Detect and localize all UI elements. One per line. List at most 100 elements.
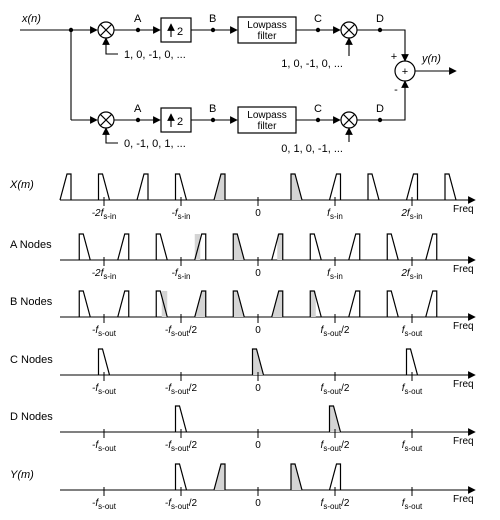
svg-text:Lowpass: Lowpass [247, 20, 286, 31]
freq-tick-label: -fs-out [92, 325, 117, 338]
spectral-replica [405, 348, 419, 376]
spectral-replica [425, 233, 438, 261]
top-pre-mixer [97, 21, 115, 39]
top-pre-seq-wire [102, 37, 118, 55]
bottom-pre-sequence: 0, -1, 0, 1, ... [124, 138, 186, 150]
spectral-replica [97, 348, 111, 376]
freq-tick-label: fs-out [402, 440, 423, 453]
spectral-replica [290, 463, 303, 491]
spectral-replica [174, 463, 188, 491]
spectral-replica [405, 173, 419, 201]
top-lowpass-filter: Lowpass filter [237, 16, 297, 44]
spectral-replica [174, 405, 188, 433]
spectral-replica [386, 290, 399, 318]
spectral-replica [155, 290, 168, 318]
freq-axis-label: Freq [453, 204, 474, 215]
spectral-replica [309, 290, 322, 318]
adder: + + - [391, 51, 416, 96]
output-label: y(n) [421, 53, 441, 65]
node-a-bottom [135, 117, 141, 123]
node-b-bottom [210, 117, 216, 123]
svg-text:-: - [394, 84, 398, 96]
spectral-replica [194, 290, 207, 318]
node-a-bottom-label: A [134, 103, 142, 115]
svg-text:Lowpass: Lowpass [247, 110, 286, 121]
node-c-bottom [315, 117, 321, 123]
spectral-replica [348, 233, 361, 261]
spectrum-row-label: C Nodes [10, 354, 53, 366]
freq-tick-label: -fs-out/2 [165, 440, 198, 453]
freq-tick-label: fs-out [402, 498, 423, 511]
freq-tick-label: fs-in [327, 208, 343, 221]
freq-axis-label: Freq [453, 436, 474, 447]
svg-text:+: + [391, 51, 397, 63]
freq-tick-label: fs-out [402, 325, 423, 338]
bottom-post-sequence: 0, 1, 0, -1, ... [281, 143, 343, 155]
freq-tick-label: -fs-in [172, 268, 191, 281]
freq-tick-label: fs-out/2 [321, 383, 350, 396]
node-d-top [377, 27, 383, 33]
freq-tick-label: 0 [255, 383, 261, 394]
spectrum-row-label: Y(m) [10, 469, 34, 481]
spectral-replica [78, 233, 91, 261]
spectral-replica [290, 173, 303, 201]
freq-axis-label: Freq [453, 264, 474, 275]
top-upsampler: 2 [160, 17, 192, 43]
svg-text:2: 2 [177, 26, 183, 38]
top-post-mixer [340, 21, 358, 39]
freq-tick-label: fs-out/2 [321, 498, 350, 511]
spectral-replica [174, 173, 188, 201]
node-c-bottom-label: C [314, 103, 322, 115]
top-path: 1, 0, -1, 0, ... A 2 B Lowpass filter C [97, 13, 409, 70]
freq-tick-label: 2fs-in [400, 208, 422, 221]
spectral-replica [213, 463, 226, 491]
freq-tick-label: -fs-out/2 [165, 383, 198, 396]
top-pre-sequence: 1, 0, -1, 0, ... [124, 49, 186, 61]
spectral-replica [309, 233, 322, 261]
svg-text:filter: filter [258, 31, 278, 42]
node-b-bottom-label: B [209, 103, 216, 115]
node-b-top [210, 27, 216, 33]
svg-text:+: + [402, 66, 408, 78]
freq-tick-label: -fs-out/2 [165, 498, 198, 511]
node-c-top [315, 27, 321, 33]
freq-tick-label: -fs-out [92, 440, 117, 453]
split-node [68, 27, 74, 33]
spectral-replica [367, 173, 380, 201]
freq-tick-label: fs-out [402, 383, 423, 396]
freq-tick-label: 0 [255, 440, 261, 451]
svg-text:filter: filter [258, 121, 278, 132]
spectral-replica [194, 233, 207, 261]
bottom-pre-mixer [97, 111, 115, 129]
spectrum-row-label: D Nodes [10, 411, 53, 423]
freq-tick-label: -2fs-in [92, 268, 117, 281]
freq-tick-label: -fs-in [172, 208, 191, 221]
spectral-replica [213, 173, 226, 201]
freq-tick-label: 2fs-in [400, 268, 422, 281]
freq-axis-label: Freq [453, 321, 474, 332]
freq-tick-label: -fs-out [92, 498, 117, 511]
freq-tick-label: 0 [255, 325, 261, 336]
node-a-top [135, 27, 141, 33]
spectrum-row-label: X(m) [9, 179, 34, 191]
bottom-lowpass-filter: Lowpass filter [237, 106, 297, 134]
input-label: x(n) [21, 13, 41, 25]
spectral-replica [271, 290, 284, 318]
node-b-top-label: B [209, 13, 216, 25]
spectral-replica [59, 173, 72, 201]
bottom-post-mixer [340, 111, 358, 129]
spectral-replica [328, 463, 342, 491]
node-c-top-label: C [314, 13, 322, 25]
node-d-bottom-label: D [376, 103, 384, 115]
freq-tick-label: fs-in [327, 268, 343, 281]
block-diagram: x(n) 1, 0, -1, 0, ... A 2 B [20, 13, 457, 155]
spectral-replica [155, 233, 168, 261]
bottom-upsampler: 2 [160, 107, 192, 133]
node-d-bottom [377, 117, 383, 123]
